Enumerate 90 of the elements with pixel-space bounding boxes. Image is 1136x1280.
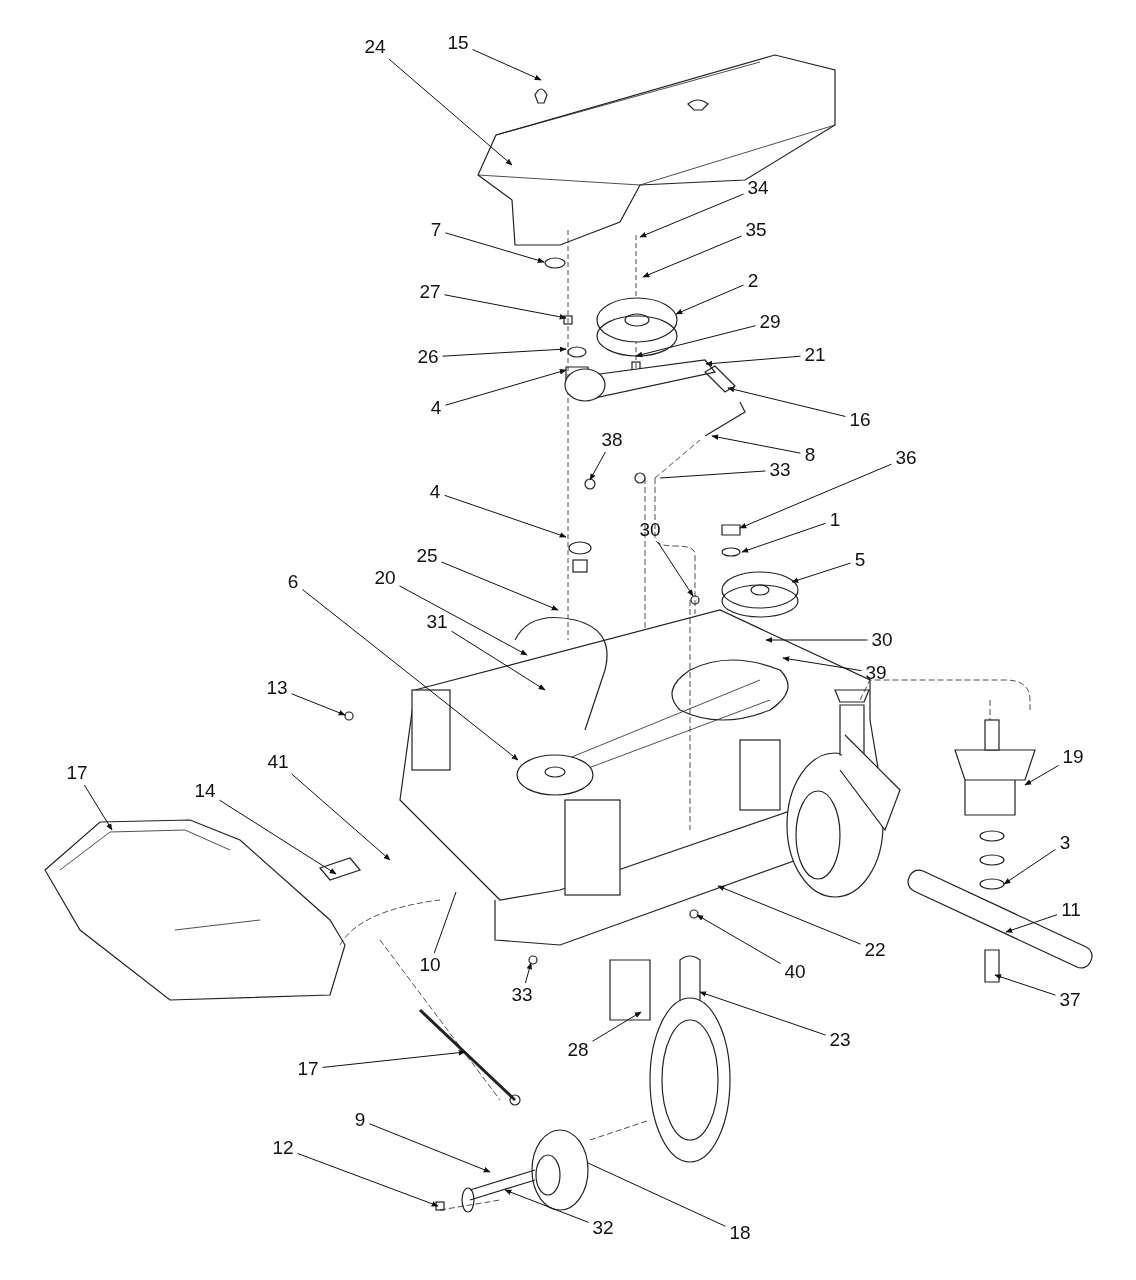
leader-line: [369, 1123, 491, 1173]
leader-line: [441, 561, 559, 611]
leader-line: [699, 991, 826, 1036]
callout-number: 37: [1057, 989, 1083, 1011]
callout-number: 22: [862, 939, 888, 961]
leader-line: [1003, 848, 1056, 885]
callout-number: 9: [352, 1109, 368, 1131]
leader-line: [657, 541, 694, 597]
leader-line: [219, 799, 337, 875]
leader-line: [639, 193, 744, 238]
callout-number: 7: [428, 219, 444, 241]
leader-line: [727, 386, 846, 417]
callout-number: 38: [599, 429, 625, 451]
callout-number: 5: [852, 549, 868, 571]
leader-line: [445, 232, 545, 263]
leader-line: [291, 693, 346, 716]
callout-number: 25: [414, 545, 440, 567]
callout-number: 15: [445, 32, 471, 54]
callout-number: 30: [637, 519, 663, 541]
leader-line: [717, 885, 861, 945]
callout-number: 16: [847, 409, 873, 431]
leader-line: [642, 235, 742, 278]
callout-number: 10: [417, 954, 443, 976]
leader-line: [705, 355, 801, 367]
callout-number: 30: [869, 629, 895, 651]
callout-number: 19: [1060, 746, 1086, 768]
callout-number: 13: [264, 677, 290, 699]
leader-line: [291, 773, 391, 861]
leader-line: [399, 585, 528, 656]
callout-number: 12: [270, 1137, 296, 1159]
leader-line: [589, 451, 606, 481]
callout-number: 3: [1057, 832, 1073, 854]
callout-number: 4: [428, 397, 444, 419]
callout-number: 26: [415, 346, 441, 368]
leader-line: [445, 369, 567, 406]
callout-number: 6: [285, 571, 301, 593]
callout-number: 29: [757, 311, 783, 333]
leader-line: [388, 58, 513, 166]
callout-number: 14: [192, 780, 218, 802]
callout-number: 31: [424, 611, 450, 633]
callout-number: 24: [362, 36, 388, 58]
callout-number: 21: [802, 344, 828, 366]
leader-line: [1024, 764, 1059, 786]
leader-line: [635, 325, 756, 358]
callout-number: 28: [565, 1039, 591, 1061]
callout-number: 39: [863, 662, 889, 684]
callout-number: 17: [295, 1058, 321, 1080]
leader-line: [322, 1049, 466, 1068]
callout-number: 8: [802, 444, 818, 466]
leader-line: [1005, 914, 1058, 933]
callout-number: 2: [745, 270, 761, 292]
leader-line: [741, 522, 826, 553]
callout-number: 4: [427, 481, 443, 503]
leader-line: [297, 1152, 439, 1207]
leader-line: [444, 494, 567, 538]
leader-line: [302, 589, 519, 761]
leader-line: [711, 434, 801, 454]
leader-line: [696, 914, 781, 965]
callout-number: 34: [745, 177, 771, 199]
callout-number: 1: [827, 509, 843, 531]
callout-number: 33: [767, 459, 793, 481]
leader-line: [592, 1011, 642, 1042]
callout-number: 27: [417, 281, 443, 303]
callout-number: 35: [743, 219, 769, 241]
leader-line: [739, 463, 892, 529]
callout-number: 32: [590, 1217, 616, 1239]
leader-line: [504, 1189, 589, 1223]
leader-line: [659, 470, 766, 479]
leader-line: [442, 346, 567, 357]
leader-line: [433, 891, 457, 954]
callout-number: 18: [727, 1222, 753, 1244]
leader-line: [994, 974, 1056, 996]
callout-number: 36: [893, 447, 919, 469]
callout-number: 23: [827, 1029, 853, 1051]
leader-line: [765, 637, 868, 643]
leader-line: [451, 630, 546, 691]
leader-line: [782, 656, 862, 672]
leader-line: [587, 1162, 726, 1227]
leader-line: [444, 294, 567, 320]
callout-number: 33: [509, 984, 535, 1006]
leader-line: [472, 48, 542, 81]
callout-number: 11: [1059, 899, 1083, 921]
leader-line: [524, 962, 532, 984]
callout-number: 41: [265, 751, 291, 773]
callout-number: 17: [64, 762, 90, 784]
leader-line: [83, 784, 113, 831]
leader-line: [791, 562, 851, 583]
callout-number: 40: [782, 961, 808, 983]
leader-line: [675, 284, 744, 315]
callout-number: 20: [372, 567, 398, 589]
